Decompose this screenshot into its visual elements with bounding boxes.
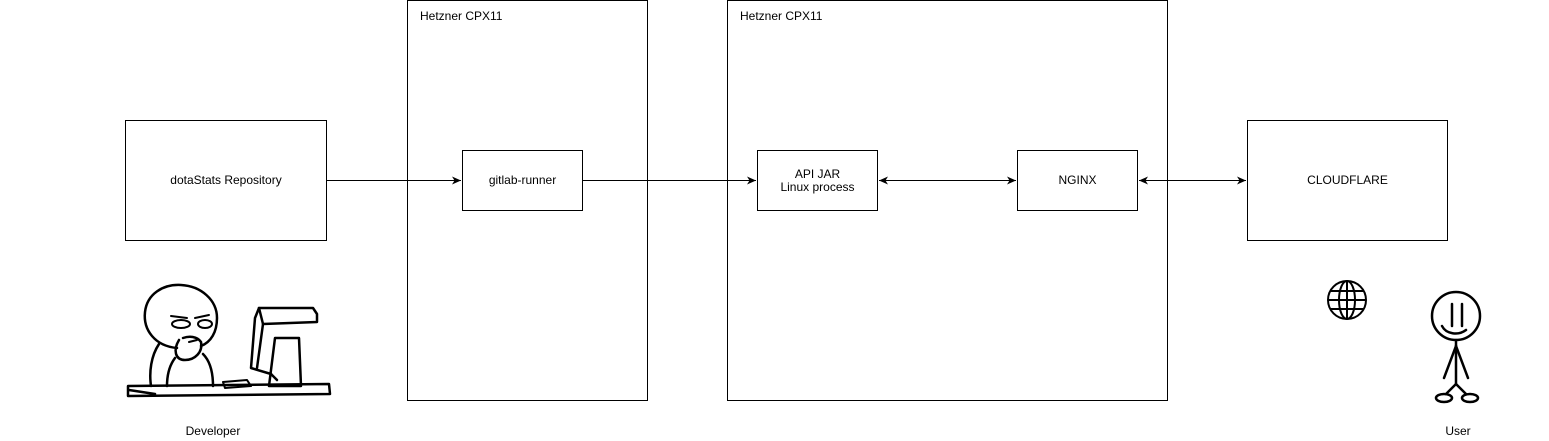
developer-at-computer-icon [126,283,332,398]
globe-icon [1327,280,1367,320]
container-title: Hetzner CPX11 [740,9,823,23]
repository-label: dotaStats Repository [170,173,282,187]
gitlab-runner-label: gitlab-runner [488,173,557,187]
user-label: User [1445,424,1471,438]
cloudflare-label: CLOUDFLARE [1307,173,1388,187]
developer-label: Developer [185,424,241,438]
repository-node: dotaStats Repository [125,120,327,241]
api-jar-node: API JAR Linux process [757,150,878,211]
gitlab-runner-node: gitlab-runner [462,150,583,211]
nginx-node: NGINX [1017,150,1138,211]
cloudflare-node: CLOUDFLARE [1247,120,1448,241]
stick-figure-user-icon [1430,290,1482,404]
nginx-label: NGINX [1058,173,1097,187]
container-title: Hetzner CPX11 [420,9,503,23]
api-jar-label-line1: API JAR [794,166,841,181]
api-jar-label-line2: Linux process [780,179,855,194]
